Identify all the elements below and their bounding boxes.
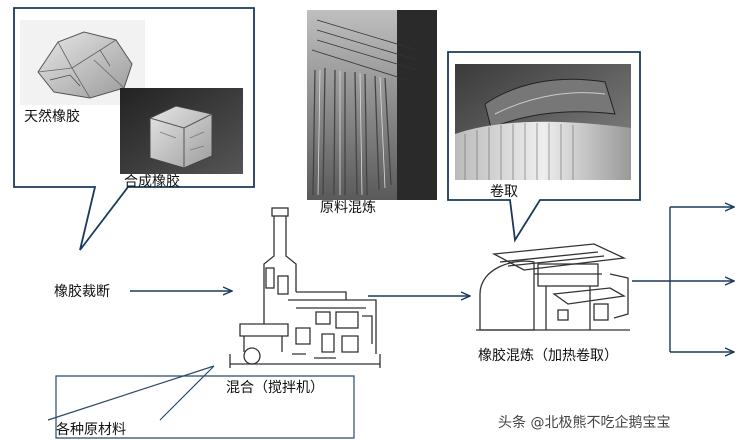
mixer-label: 混合（搅拌机） [226,380,324,396]
raw-material-mixing-label: 原料混炼 [320,200,376,216]
natural-rubber-label: 天然橡胶 [24,109,80,125]
synthetic-rubber-label: 合成橡胶 [124,174,180,190]
mixer-machine-icon [226,204,386,372]
raw-material-mixing-photo [307,10,437,200]
winding-photo [455,64,631,180]
synthetic-rubber-photo [120,88,243,174]
winding-label: 卷取 [490,184,518,200]
various-materials-label: 各种原材料 [56,422,126,438]
roll-mill-label: 橡胶混炼（加热卷取） [478,348,618,364]
callout-winding [447,51,641,243]
watermark: 头条 @北极熊不吃企鹅宝宝 [498,415,671,431]
roll-mill-machine-icon [474,234,634,338]
callout-materials-pointer [47,365,215,421]
rubber-cutting-label: 橡胶裁断 [54,284,110,300]
callout-rubber-samples [13,7,255,251]
